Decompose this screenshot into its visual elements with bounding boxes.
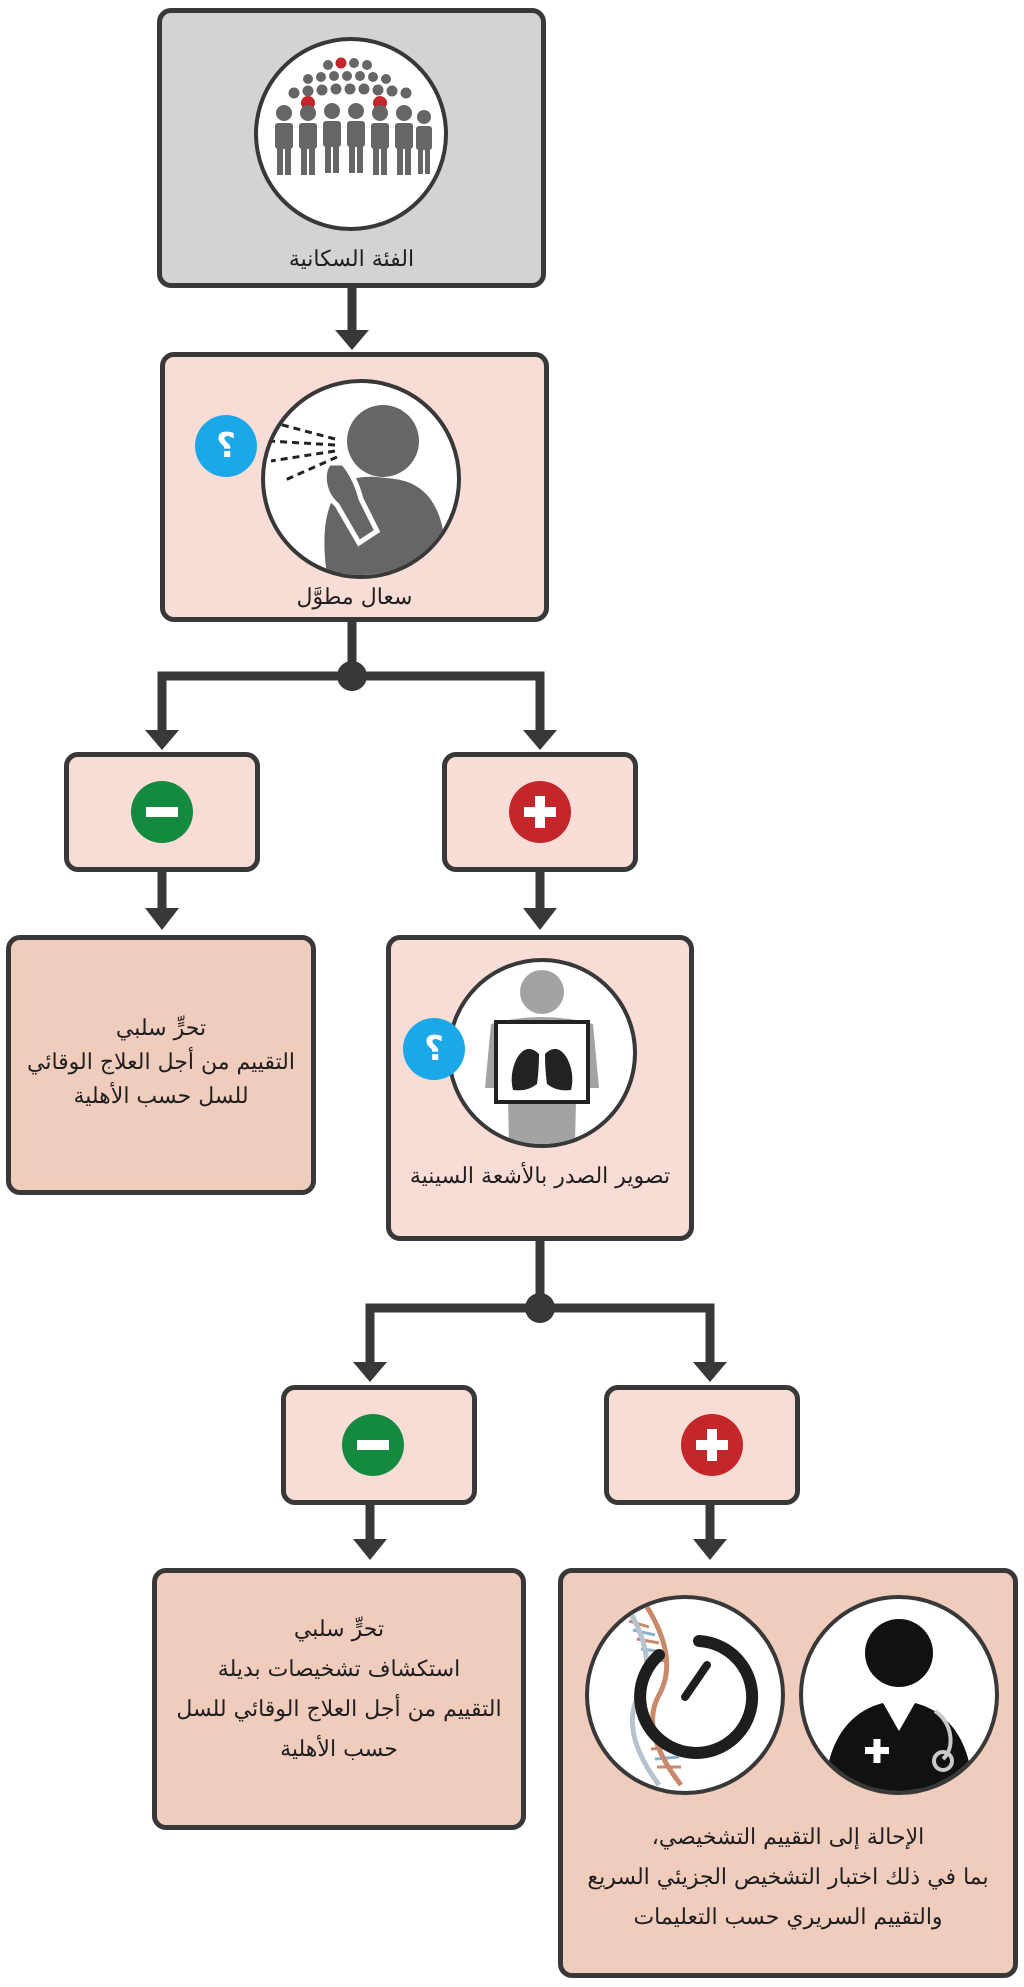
negative-result-2-line-4: حسب الأهلية: [280, 1737, 398, 1762]
plus-icon: [509, 781, 571, 843]
negative-result-1-line-2: التقييم من أجل العلاج الوقائي: [27, 1050, 295, 1075]
arrowhead: [145, 730, 179, 750]
coughing-person-icon: [261, 379, 461, 579]
split-dot: [337, 661, 367, 691]
negative-box-1: [64, 752, 260, 872]
negative-result-box-2: تحرٍّ سلبي استكشاف تشخيصات بديلة التقييم…: [152, 1568, 526, 1830]
negative-result-2-line-1: تحرٍّ سلبي: [293, 1617, 385, 1642]
negative-result-1-line-3: للسل حسب الأهلية: [73, 1084, 249, 1109]
negative-result-2-line-3: التقييم من أجل العلاج الوقائي للسل: [176, 1697, 502, 1722]
negative-result-2-line-2: استكشاف تشخيصات بديلة: [217, 1657, 461, 1682]
split-dot: [525, 1293, 555, 1323]
minus-icon: [131, 781, 193, 843]
arrowhead: [145, 908, 179, 930]
dna-timer-icon: [585, 1595, 785, 1795]
referral-line-3: والتقييم السريري حسب التعليمات: [633, 1905, 943, 1930]
xray-lungs-icon: [447, 958, 637, 1148]
chest-xray-box: ؟ تصوير الصدر بالأشعة السينية: [386, 935, 694, 1241]
negative-result-box-1: تحرٍّ سلبي التقييم من أجل العلاج الوقائي…: [6, 935, 316, 1195]
arrowhead: [335, 330, 369, 350]
positive-box-1: [442, 752, 638, 872]
referral-box: الإحالة إلى التقييم التشخيصي، بما في ذلك…: [558, 1568, 1018, 1978]
referral-line-1: الإحالة إلى التقييم التشخيصي،: [651, 1825, 925, 1850]
question-icon: ؟: [403, 1018, 465, 1080]
negative-result-1-line-1: تحرٍّ سلبي: [115, 1016, 207, 1041]
cough-label: سعال مطوَّل: [296, 585, 413, 610]
population-box: الفئة السكانية: [157, 8, 546, 288]
crowd-icon: [254, 37, 448, 231]
positive-box-2: [604, 1385, 800, 1505]
referral-line-2: بما في ذلك اختبار التشخيص الجزيئي السريع: [587, 1865, 989, 1890]
arrowhead: [353, 1539, 387, 1560]
chest-xray-label: تصوير الصدر بالأشعة السينية: [409, 1164, 671, 1189]
arrowhead: [693, 1539, 727, 1560]
negative-box-2: [281, 1385, 477, 1505]
arrowhead: [523, 730, 557, 750]
plus-icon: [681, 1414, 743, 1476]
arrowhead: [353, 1362, 387, 1382]
arrowhead: [523, 908, 557, 930]
cough-box: ؟ سعال مطوَّل: [160, 352, 549, 622]
minus-icon: [342, 1414, 404, 1476]
doctor-icon: [799, 1595, 999, 1795]
arrowhead: [693, 1362, 727, 1382]
question-icon: ؟: [195, 415, 257, 477]
population-label: الفئة السكانية: [288, 247, 415, 272]
